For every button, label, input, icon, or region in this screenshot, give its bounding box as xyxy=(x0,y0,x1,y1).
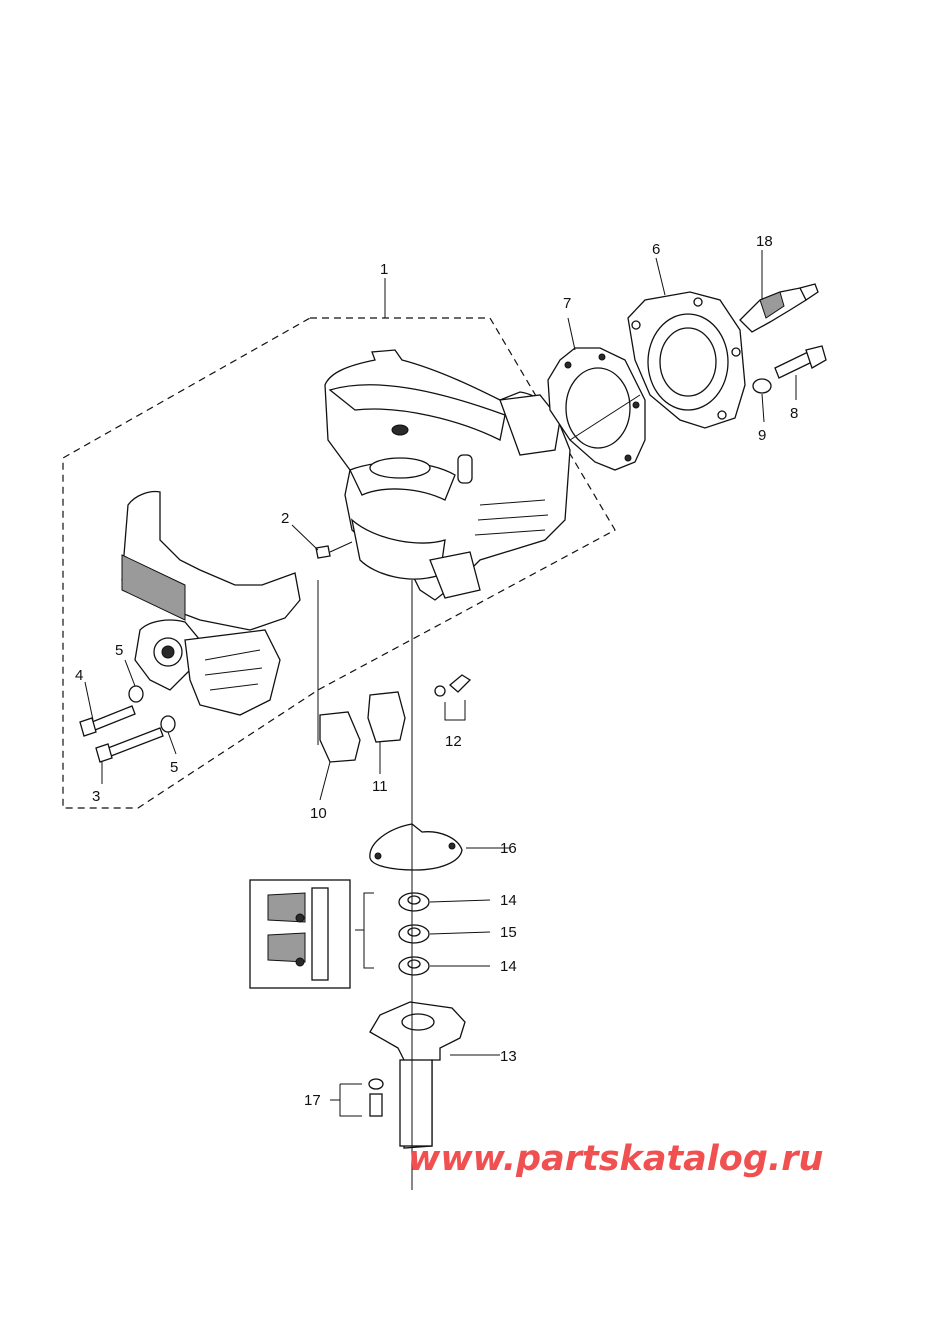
callout-14-lower: 14 xyxy=(500,958,517,975)
callout-2: 2 xyxy=(281,510,289,527)
callout-9: 9 xyxy=(758,427,766,444)
dowel-pin xyxy=(315,545,331,559)
callout-18: 18 xyxy=(756,233,773,250)
watermark-text: www.partskatalog.ru xyxy=(408,1139,823,1179)
crankcase-block xyxy=(324,349,571,601)
lower-gasket xyxy=(369,823,463,871)
callout-5-lower: 5 xyxy=(170,759,178,776)
intake-housing xyxy=(121,490,301,716)
cylinder-head xyxy=(627,291,746,429)
head-bolt xyxy=(774,345,827,379)
reed-valves xyxy=(319,691,406,763)
spark-plug xyxy=(739,283,819,333)
drive-housing xyxy=(369,1001,466,1149)
oil-seals xyxy=(398,892,430,976)
callout-3: 3 xyxy=(92,788,100,805)
seal-detail-inset xyxy=(249,879,351,989)
callout-5-upper: 5 xyxy=(115,642,123,659)
callout-11: 11 xyxy=(372,778,388,795)
callout-15: 15 xyxy=(500,924,517,941)
callout-1: 1 xyxy=(380,261,388,278)
callout-8: 8 xyxy=(790,405,798,422)
assembly-outline xyxy=(62,317,616,809)
callout-7: 7 xyxy=(563,295,571,312)
callout-17: 17 xyxy=(304,1092,321,1109)
callout-14-upper: 14 xyxy=(500,892,517,909)
reed-screw xyxy=(434,674,472,697)
callout-4: 4 xyxy=(75,667,83,684)
callout-13: 13 xyxy=(500,1048,517,1065)
housing-bolt xyxy=(368,1078,384,1117)
callout-16: 16 xyxy=(500,840,517,857)
callout-12: 12 xyxy=(445,733,462,750)
callout-10: 10 xyxy=(310,805,327,822)
callout-6: 6 xyxy=(652,241,660,258)
bolts-left xyxy=(79,685,176,763)
leader-lines xyxy=(84,250,797,1190)
cylinder-gasket xyxy=(547,347,646,471)
washer xyxy=(752,378,772,394)
